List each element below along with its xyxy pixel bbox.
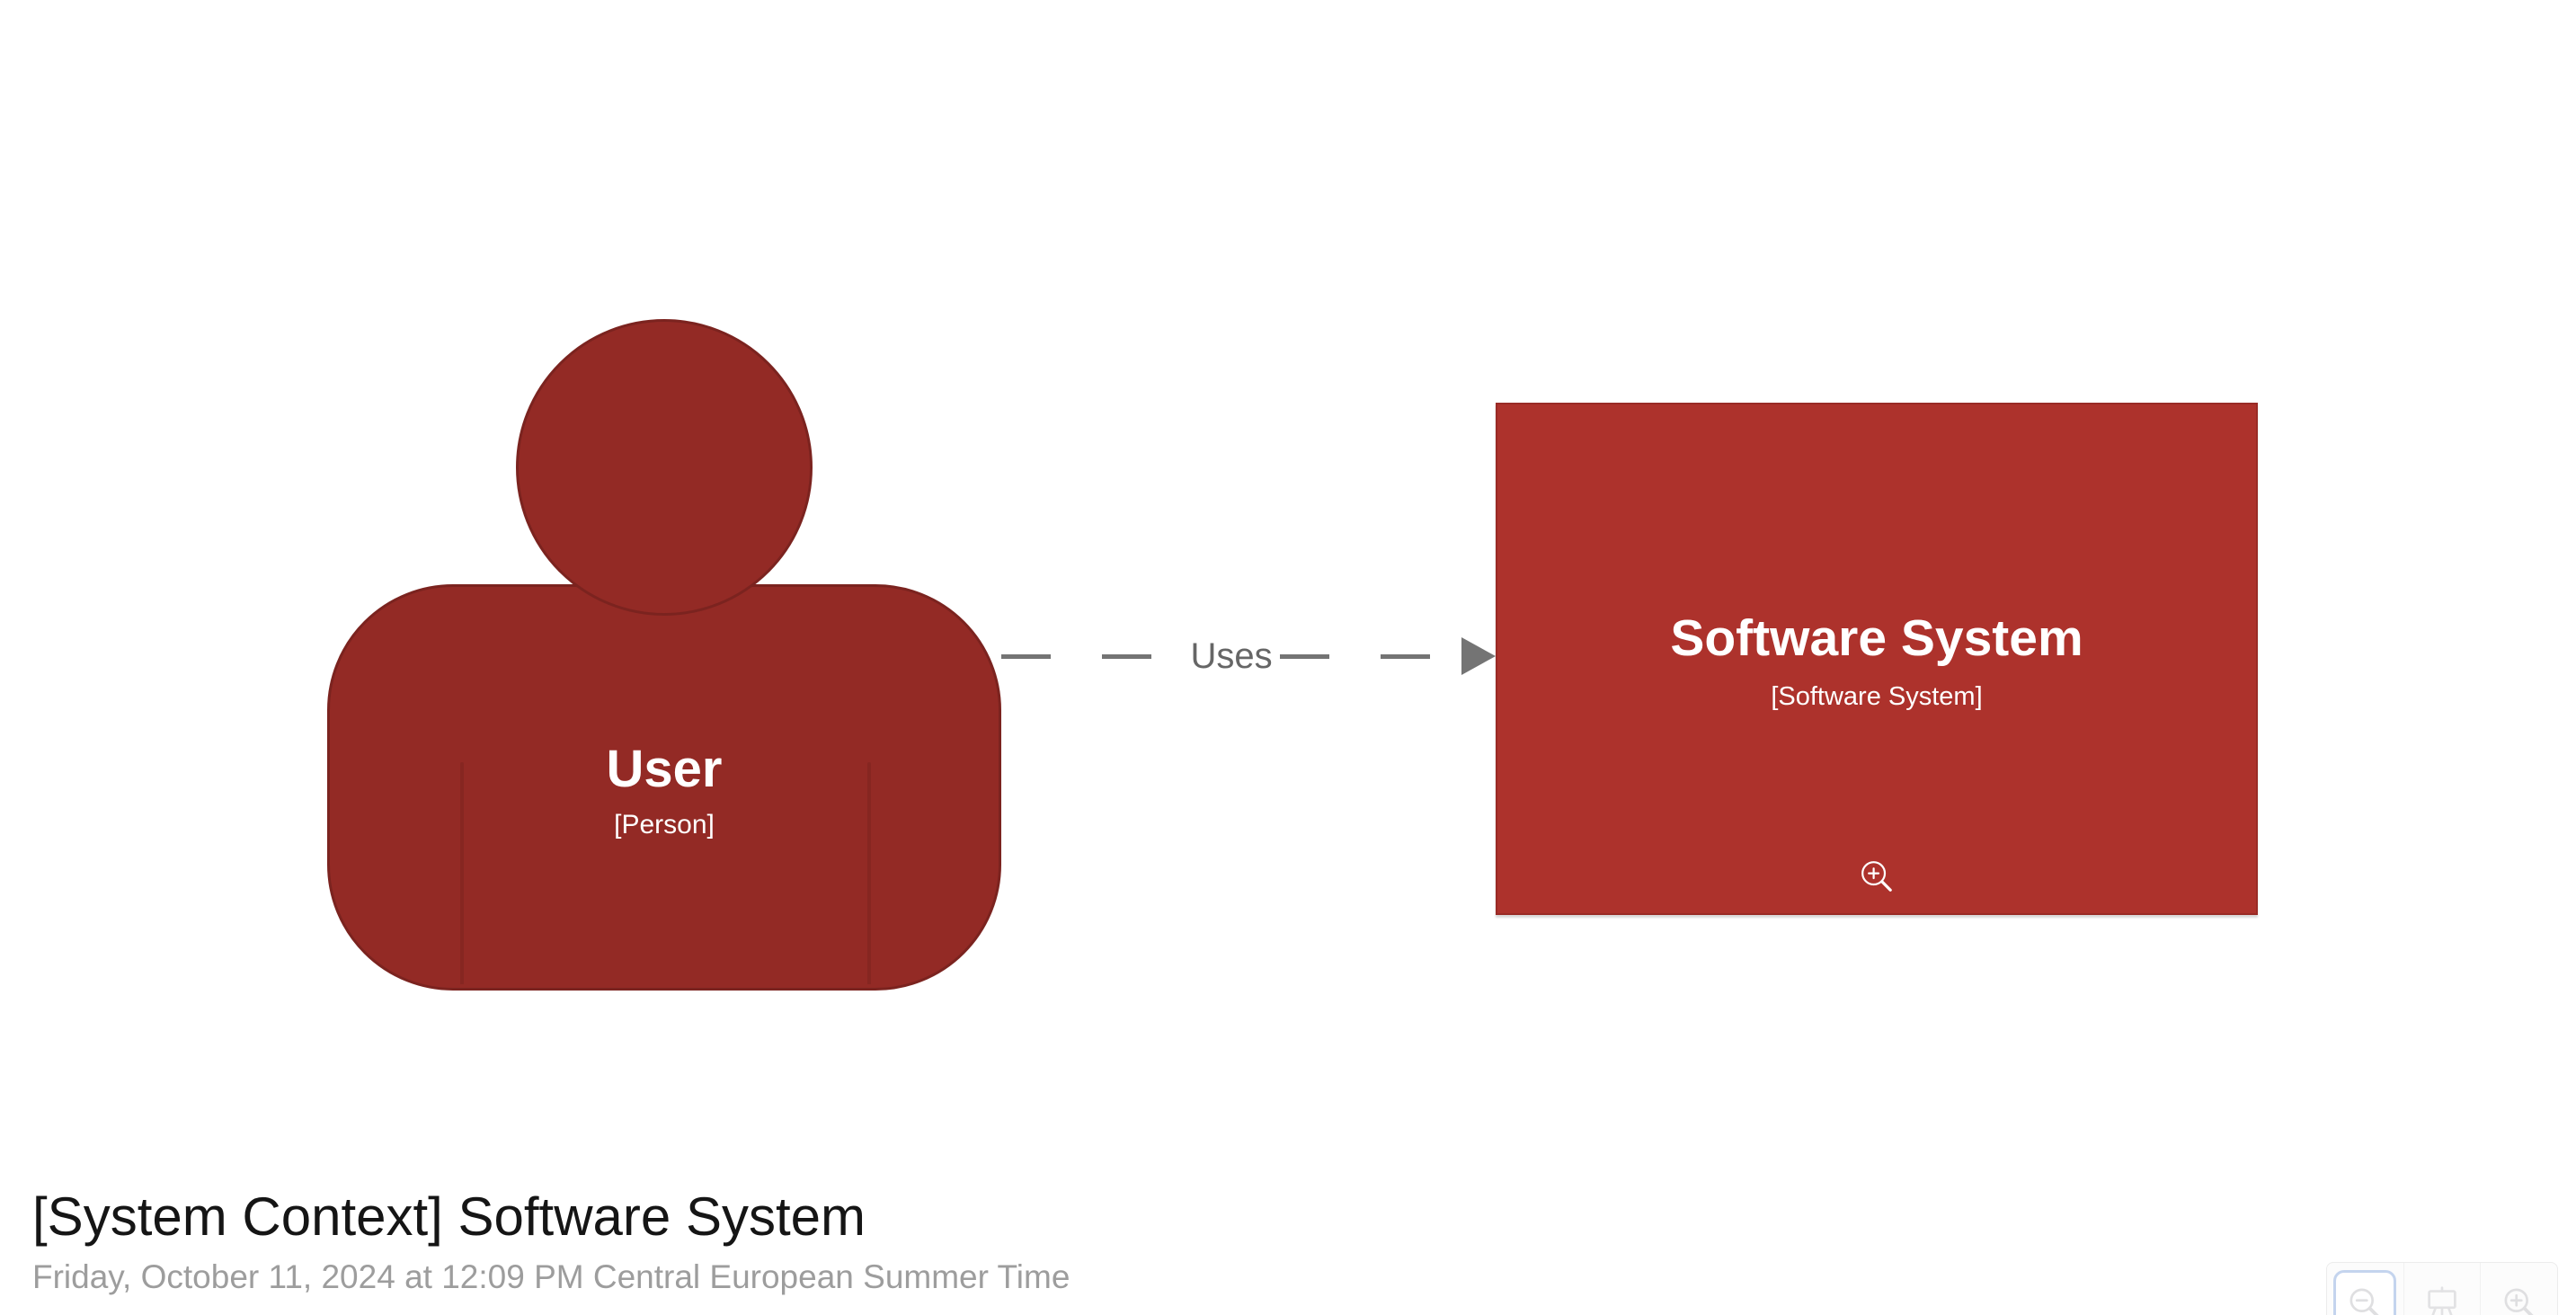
relationship-dashed-line (1001, 653, 1184, 659)
relationship-dashed-line (1279, 653, 1462, 659)
person-name: User (606, 740, 723, 798)
zoom-out-button[interactable] (2327, 1263, 2403, 1315)
diagram-timestamp: Friday, October 11, 2024 at 12:09 PM Cen… (32, 1258, 1070, 1295)
diagram-title: [System Context] Software System (32, 1186, 866, 1247)
person-arm-line (867, 762, 871, 984)
presentation-mode-button[interactable] (2403, 1263, 2481, 1315)
person-body-shape: User [Person] (327, 584, 1001, 991)
person-arm-line (460, 762, 464, 984)
system-type-label: [Software System] (1771, 682, 1983, 711)
easel-icon (2428, 1286, 2456, 1315)
magnifier-plus-icon (2504, 1288, 2534, 1315)
relationship-uses[interactable]: Uses (1001, 629, 1497, 683)
magnifier-plus-icon[interactable] (1855, 855, 1898, 898)
person-type-label: [Person] (614, 810, 715, 840)
system-name: Software System (1670, 609, 2083, 667)
arrowhead-icon (1461, 637, 1497, 675)
person-head-shape (516, 319, 813, 616)
active-button-ring (2333, 1270, 2397, 1315)
relationship-label: Uses (1190, 636, 1273, 676)
diagram-toolbar (2326, 1262, 2558, 1315)
software-system-element[interactable]: Software System [Software System] (1496, 403, 2258, 915)
person-element-user[interactable]: User [Person] (327, 319, 1001, 991)
zoom-in-button[interactable] (2480, 1263, 2557, 1315)
magnifier-minus-icon (2349, 1288, 2380, 1315)
